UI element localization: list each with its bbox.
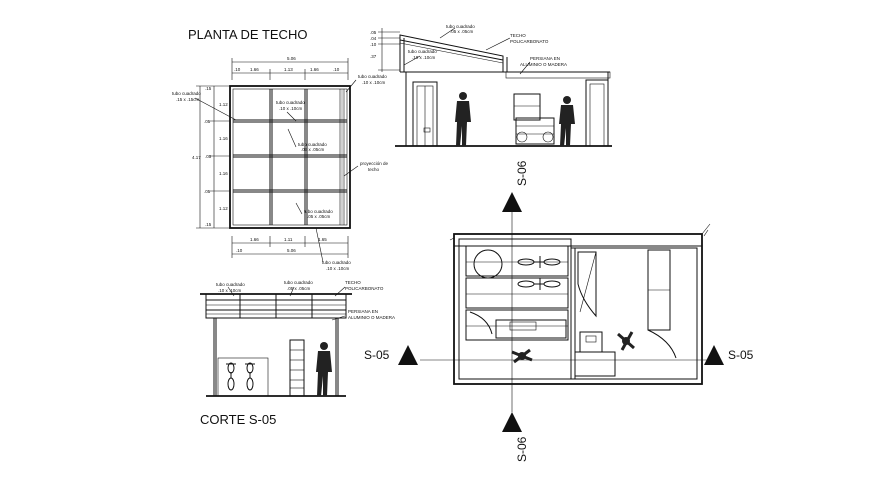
dim-left-3: 1.16: [219, 136, 228, 141]
elev-dim-1: .05: [370, 30, 377, 35]
round-table: [473, 249, 503, 279]
dim-left-2: .05: [204, 119, 211, 124]
note-tubo-3: tubo cuadrado: [276, 100, 305, 105]
floor-plan: [420, 210, 711, 412]
bicycle-front-1: [226, 362, 236, 391]
section-s05: tubo cuadrado .10 x .10cm tubo cuadrado …: [200, 280, 395, 397]
section-marker-bottom: S-06: [502, 412, 529, 462]
note-tubo-1-size: .15 x .15cm: [176, 97, 200, 102]
dim-top-5: .10: [333, 67, 340, 72]
dim-bottom-4: .10: [236, 248, 243, 253]
note-tubo-6-size: .10 x .10cm: [326, 266, 350, 271]
note-tubo-3-size: .10 x .10cm: [279, 106, 303, 111]
bicycle-plan-1: [517, 256, 561, 268]
elev-dim-4: .37: [370, 54, 377, 59]
section-marker-top-label: S-06: [515, 160, 529, 186]
note-proyeccion-2: techo: [368, 167, 380, 172]
bicycle-plan-2: [517, 278, 561, 290]
dim-bottom-2: 1.11: [284, 237, 293, 242]
elev-note-techo: TECHO: [510, 33, 526, 38]
section-marker-left-label: S-05: [364, 348, 390, 362]
elev-dim-3: .10: [370, 42, 377, 47]
note-tubo-4: tubo cuadrado: [298, 142, 327, 147]
person-figure-2: [559, 96, 575, 146]
sec-note-tubo-b-size: .05 x .05cm: [287, 286, 311, 291]
sec-note-techo-2: POLICARBONATO: [345, 286, 384, 291]
elev-note-tubo-a: tubo cuadrado: [446, 24, 475, 29]
dim-left-9: .15: [205, 222, 212, 227]
dim-bottom-1: 1.66: [250, 237, 259, 242]
person-figure-1: [455, 92, 471, 146]
person-plan-1: [617, 331, 635, 351]
note-tubo-6: tubo cuadrado: [322, 260, 351, 265]
note-tubo-5: tubo cuadrado: [304, 209, 333, 214]
dim-left-5: .05: [205, 154, 212, 159]
roof-plan-title: PLANTA DE TECHO: [188, 27, 307, 42]
section-marker-bottom-label: S-06: [515, 436, 529, 462]
elev-note-techo-2: POLICARBONATO: [510, 39, 549, 44]
dim-left-0: .15: [205, 86, 212, 91]
sec-note-tubo-a: tubo cuadrado: [216, 282, 245, 287]
elevation-s06: .05 .04 .10 .37: [370, 24, 612, 147]
dim-top-2: 1.66: [250, 67, 259, 72]
dim-bottom-3: 1.65: [318, 237, 327, 242]
sec-note-tubo-b: tubo cuadrado: [284, 280, 313, 285]
section-marker-right-label: S-05: [728, 348, 754, 362]
note-proyeccion: proyección de: [360, 161, 389, 166]
note-tubo-1: tubo cuadrado: [172, 91, 201, 96]
dim-bottom-total: 5.06: [287, 248, 296, 253]
dim-left-7: .05: [204, 189, 211, 194]
elev-note-tubo-b-size: .10 x .10cm: [412, 55, 436, 60]
note-tubo-2-size: .10 x .10cm: [362, 80, 386, 85]
dim-top-3: 1.13: [284, 67, 293, 72]
dim-left-1: 1.12: [219, 102, 228, 107]
elev-dim-2: .04: [370, 36, 377, 41]
person-figure-3: [316, 342, 332, 396]
roof-plan: 5.06 .10 1.66 1.13 1.66 .10 .15 1.1: [172, 56, 389, 271]
section-marker-top: S-06: [502, 160, 529, 212]
dim-left-4: 4.17: [192, 155, 201, 160]
section-marker-left: S-05: [364, 345, 418, 365]
bicycle-front-2: [245, 362, 255, 391]
dim-left-6: 1.16: [219, 171, 228, 176]
sec-note-techo: TECHO: [345, 280, 361, 285]
elev-note-tubo-a-size: .05 x .05cm: [450, 29, 474, 34]
sec-note-tubo-a-size: .10 x .10cm: [218, 288, 242, 293]
note-tubo-5-size: .05 x .05cm: [307, 214, 331, 219]
dim-left-8: 1.12: [219, 206, 228, 211]
note-tubo-4-size: .05 x .05cm: [301, 147, 325, 152]
note-tubo-2: tubo cuadrado: [358, 74, 387, 79]
section-marker-right: S-05: [704, 345, 754, 365]
elev-note-persiana-2: ALUMINIO O MADERA: [520, 62, 567, 67]
sec-note-persiana: PERSIANA EN: [348, 309, 378, 314]
elev-note-tubo-b: tubo cuadrado: [408, 49, 437, 54]
dim-top-4: 1.66: [310, 67, 319, 72]
dim-top-1: .10: [234, 67, 241, 72]
dim-top-total: 5.06: [287, 56, 296, 61]
section-title: CORTE S-05: [200, 412, 276, 427]
elev-note-persiana: PERSIANA EN: [530, 56, 560, 61]
sec-note-persiana-2: ALUMINIO O MADERA: [348, 315, 395, 320]
